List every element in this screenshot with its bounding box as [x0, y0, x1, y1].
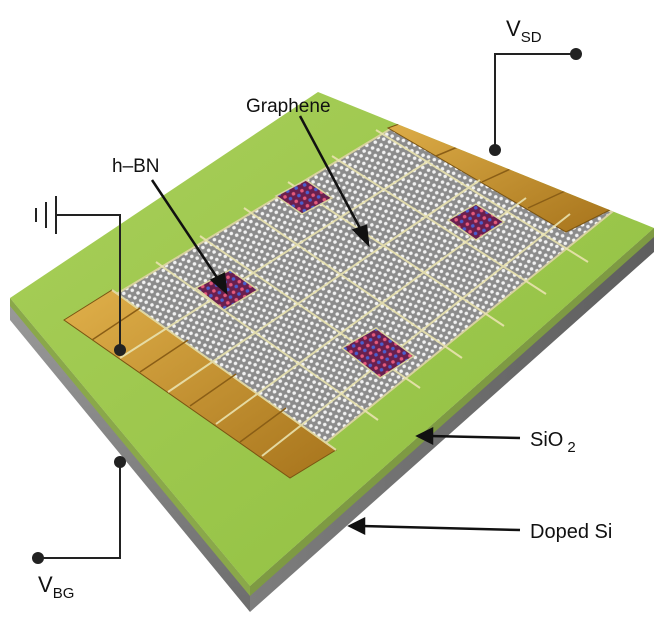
sio2-right-edge [250, 228, 654, 596]
graphene-label: Graphene [246, 96, 331, 117]
puzzle-grid [111, 129, 589, 457]
terminal-dot-icon [114, 456, 126, 468]
terminal-dot-icon [570, 48, 582, 60]
hbn-patch [274, 179, 334, 215]
wires [38, 53, 576, 559]
doped-si-label: Doped Si [530, 521, 612, 543]
ground-wire [56, 214, 121, 350]
doped-si-pointer [361, 524, 521, 532]
hbn-patch [446, 203, 506, 241]
vbg-wire [38, 462, 121, 559]
terminal-dot-icon [32, 552, 44, 564]
hbn-patch [340, 327, 416, 379]
ground-symbol-icon [35, 196, 57, 234]
hbn-label: h–BN [112, 156, 160, 177]
sio2-front-edge [10, 298, 250, 596]
graphene-pointer [298, 115, 364, 233]
sio2-pointer [429, 434, 521, 440]
terminal-dot-icon [489, 144, 501, 156]
doped-si-arrowhead [347, 516, 366, 536]
terminals [32, 48, 582, 564]
sio2-arrowhead [415, 426, 434, 446]
hbn-arrowhead [209, 272, 228, 296]
graphene-arrowhead [351, 224, 370, 248]
pointer-arrows [150, 115, 521, 536]
vsd-label: VSD [506, 16, 542, 46]
terminal-dot-icon [114, 344, 126, 356]
hbn-pointer [150, 179, 222, 283]
vbg-label: VBG [38, 572, 74, 602]
vsd-wire [494, 53, 576, 150]
